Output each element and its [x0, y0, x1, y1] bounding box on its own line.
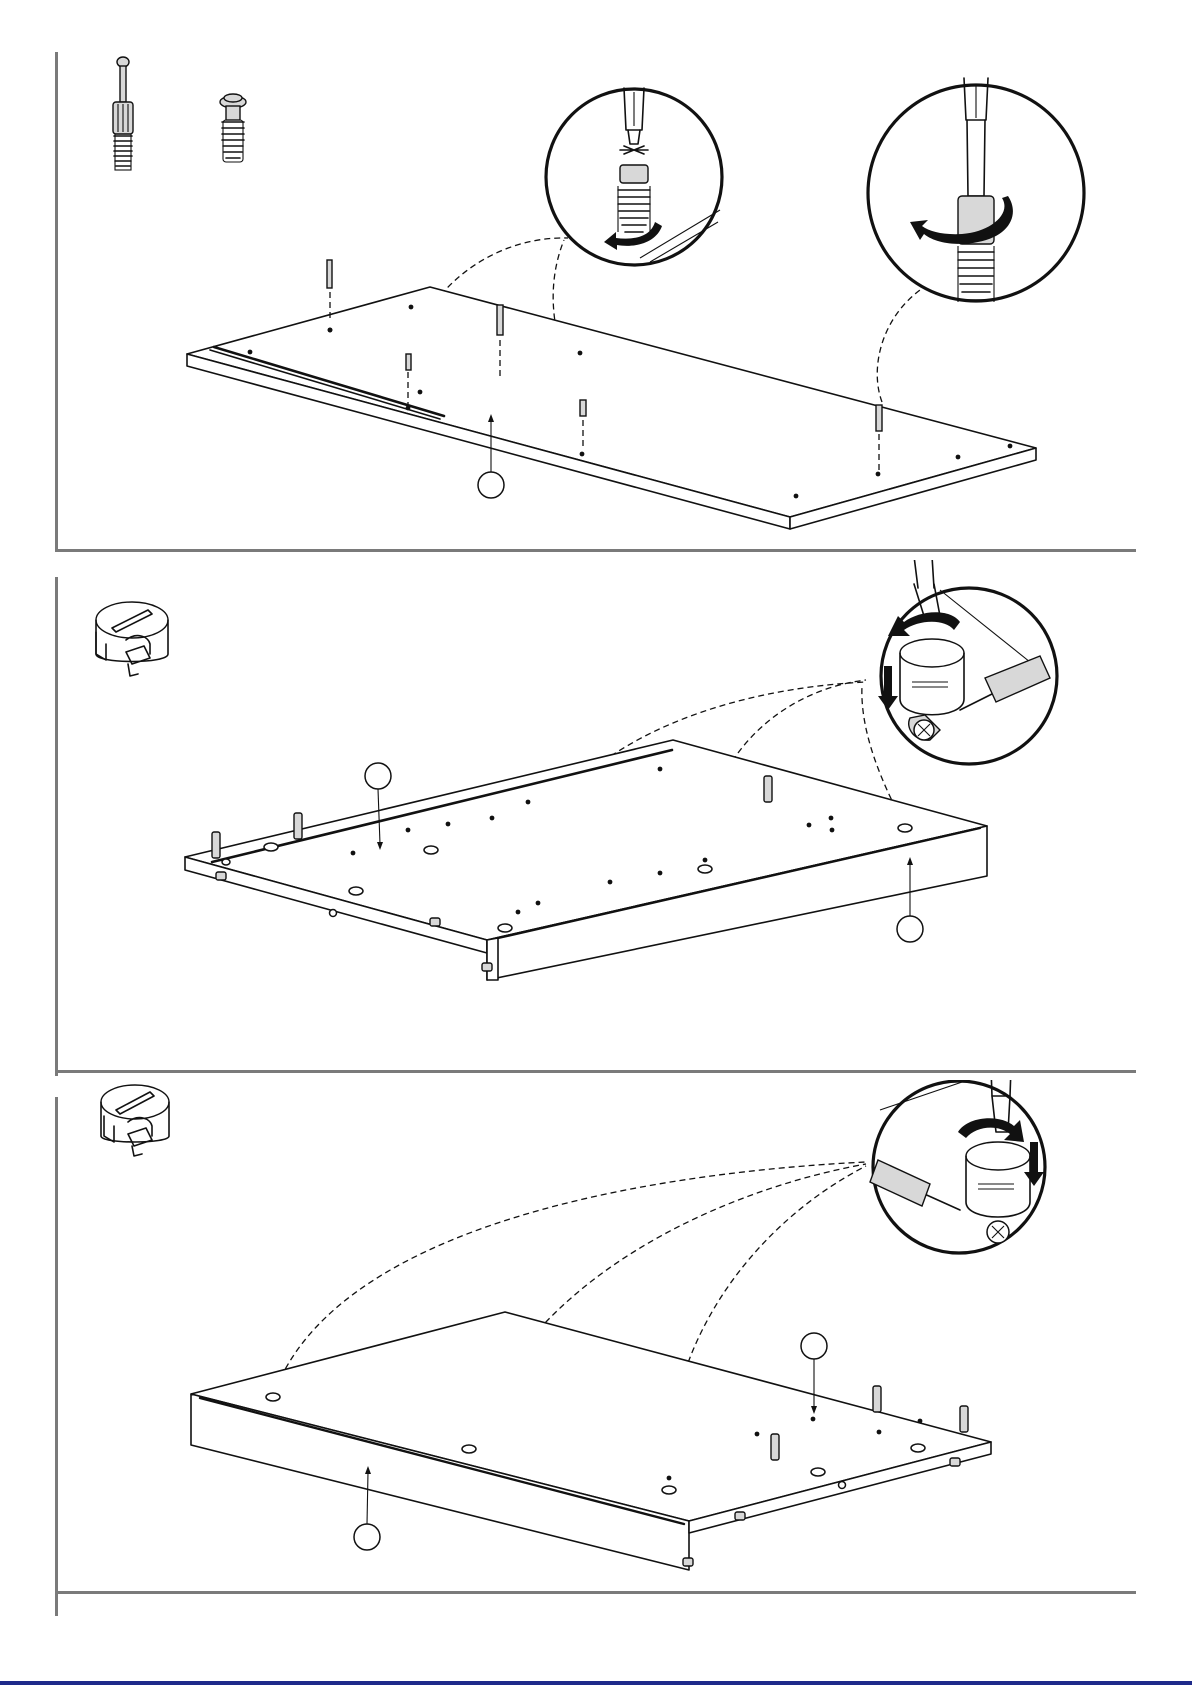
step-1-diagram [0, 0, 1192, 560]
step-2-frame-bottom [55, 1070, 1136, 1073]
dowel-screw-marker [764, 776, 772, 802]
dowel-screw-marker [327, 260, 332, 322]
step-1-panel [0, 0, 1192, 560]
step-3-panel [0, 1080, 1192, 1600]
step-1-frame-left [55, 52, 58, 552]
dowel-screw-marker [212, 832, 220, 858]
part-callout-circle [897, 916, 923, 942]
dowel-screw-marker [771, 1434, 779, 1460]
cam-lock-nut-part-icon [96, 602, 168, 676]
detail-circle-cam-lock [870, 1080, 1045, 1253]
step-3-diagram [0, 1080, 1192, 1600]
detail-circle-tighten [868, 78, 1084, 302]
part-callout-circle [365, 763, 391, 789]
step-3-frame-left [55, 1097, 58, 1616]
base-panel-board [185, 740, 987, 980]
dowel-screw-part-icon [113, 57, 133, 170]
part-callout-circle [354, 1524, 380, 1550]
part-callout-circle [801, 1333, 827, 1359]
part-callout-circle [478, 472, 504, 498]
step-2-panel [0, 560, 1192, 1080]
side-panel-board [187, 287, 1036, 529]
dowel-screw-marker [960, 1406, 968, 1432]
page-bottom-rule [0, 1681, 1192, 1685]
dowel-screw-marker [873, 1386, 881, 1412]
detail-circle-insert [546, 88, 722, 265]
step-3-frame-bottom [55, 1591, 1136, 1594]
step-2-diagram [0, 560, 1192, 1080]
dowel-screw-marker [294, 813, 302, 839]
cam-lock-nut-part-icon [101, 1085, 169, 1156]
detail-circle-cam-lock [878, 560, 1057, 764]
cam-bolt-insert-part-icon [220, 94, 246, 162]
top-panel-board [191, 1312, 991, 1570]
step-2-frame-left [55, 577, 58, 1076]
step-1-frame-bottom [55, 549, 1136, 552]
